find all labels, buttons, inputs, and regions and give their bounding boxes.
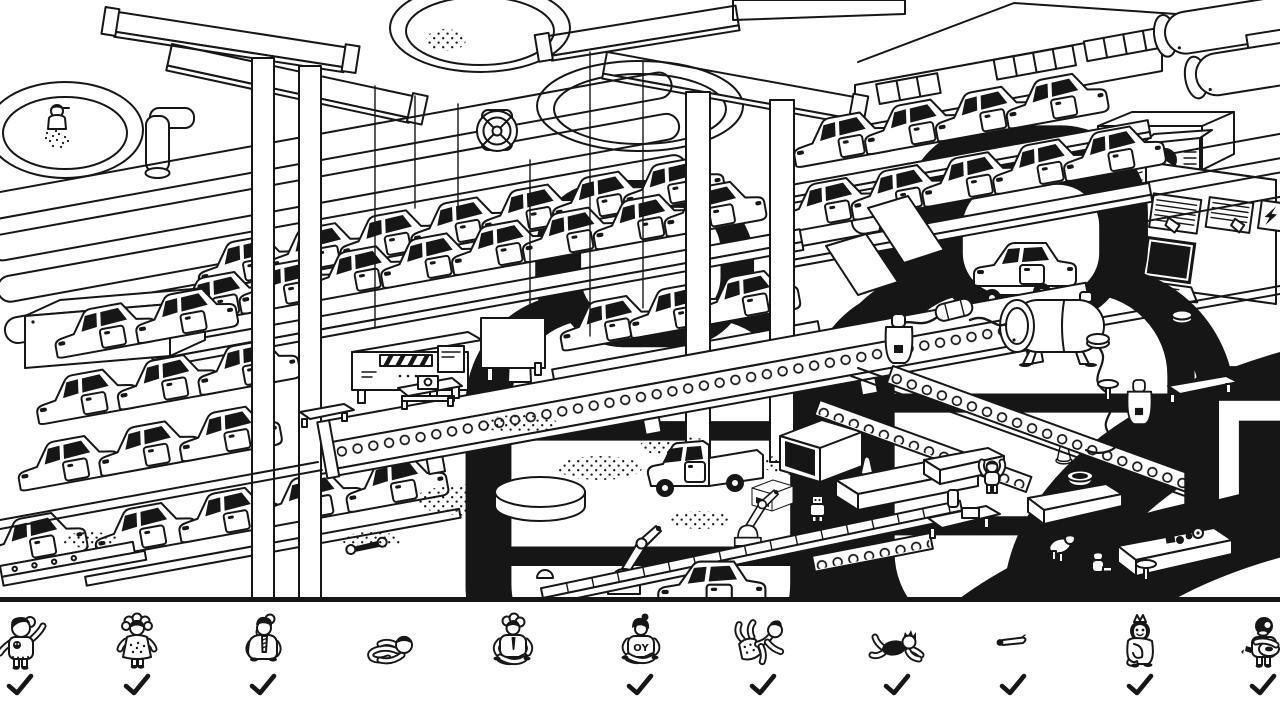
target-slot-helmeted-tire-holder[interactable] xyxy=(1218,612,1280,716)
target-slot-oy-shirt-person[interactable]: OY xyxy=(595,612,685,716)
tire-depot[interactable] xyxy=(825,195,1280,606)
metal-disc[interactable] xyxy=(494,476,586,522)
checkmark-icon xyxy=(1248,672,1278,700)
sleeping-person-icon xyxy=(367,635,413,665)
paper-table[interactable] xyxy=(927,489,1001,539)
checkmark-icon xyxy=(998,672,1028,700)
target-slot-dotted-dress-woman[interactable] xyxy=(92,612,182,716)
target-slot-dart[interactable] xyxy=(968,612,1058,716)
wall-bench[interactable] xyxy=(1167,375,1239,404)
supervisor-whiteboard[interactable] xyxy=(480,317,546,383)
large-pipes[interactable] xyxy=(1151,0,1280,128)
stool[interactable] xyxy=(1097,379,1119,403)
arms-up-worker[interactable] xyxy=(977,458,1007,494)
shower-vat[interactable] xyxy=(0,81,195,179)
targets-bar: OY xyxy=(0,602,1280,720)
factory-scene[interactable] xyxy=(0,0,1280,606)
zone-edge-left xyxy=(0,461,323,530)
seated-man-striped-tie-icon xyxy=(245,613,282,662)
target-slot-waving-kid[interactable] xyxy=(0,612,65,716)
side-bench[interactable] xyxy=(299,403,355,428)
oy-shirt-person-icon: OY xyxy=(621,613,661,665)
checkmark-icon xyxy=(748,672,778,700)
target-slot-seated-man-striped-tie[interactable] xyxy=(218,612,308,716)
flask-machine[interactable] xyxy=(1126,379,1153,426)
low-wall xyxy=(539,499,965,606)
vent-grille[interactable] xyxy=(1148,192,1203,235)
flask-machine[interactable] xyxy=(884,313,914,364)
tire-truck[interactable] xyxy=(646,440,1280,606)
open-crate[interactable] xyxy=(751,419,863,512)
tie-worker[interactable] xyxy=(823,488,1280,606)
dotted-dress-woman-icon xyxy=(116,612,158,669)
floor-edge xyxy=(1097,285,1280,327)
target-slot-crawling-person[interactable] xyxy=(852,612,942,716)
target-slot-crowned-gorilla[interactable] xyxy=(1095,612,1185,716)
stool[interactable] xyxy=(1135,559,1157,583)
open-vat[interactable] xyxy=(389,0,571,73)
water-spray xyxy=(44,129,70,149)
target-slot-cross-legged-tie-person[interactable] xyxy=(467,612,557,716)
checkmark-icon xyxy=(1125,672,1155,700)
pot-table[interactable] xyxy=(1027,463,1123,525)
crawling-person-icon xyxy=(868,630,925,663)
open-vat[interactable] xyxy=(536,60,744,152)
cross-legged-tie-person-icon xyxy=(492,612,534,666)
tumbling-person-icon xyxy=(734,619,785,666)
loading-ramp xyxy=(0,540,148,587)
building-windows xyxy=(875,26,1168,105)
pipe-valves[interactable] xyxy=(476,109,1280,606)
wheel-valve[interactable] xyxy=(476,109,518,152)
device-desk[interactable] xyxy=(397,375,463,410)
high-voltage-sign xyxy=(1256,199,1280,233)
dome-cap[interactable] xyxy=(536,569,554,579)
parts-table[interactable] xyxy=(1117,527,1233,577)
waving-kid-icon xyxy=(0,616,47,670)
robot-arm[interactable] xyxy=(733,489,779,547)
small-robot[interactable] xyxy=(809,489,826,523)
checkmark-icon xyxy=(882,672,912,700)
helmeted-tire-holder-icon xyxy=(1241,617,1280,668)
sitting-worker[interactable] xyxy=(1091,550,1113,573)
bending-worker[interactable] xyxy=(1047,533,1076,563)
checkmark-icon xyxy=(122,672,152,700)
target-slot-sleeping-person[interactable] xyxy=(345,612,435,716)
target-slot-tumbling-person[interactable] xyxy=(718,612,808,716)
showering-person[interactable] xyxy=(44,104,70,149)
scene-ground-line xyxy=(0,597,1280,602)
exit-rollers xyxy=(811,532,934,573)
lightning-bolt-icon xyxy=(1264,206,1278,226)
crowned-gorilla-icon xyxy=(1126,614,1154,668)
svg-text:OY: OY xyxy=(633,643,649,654)
crane-columns xyxy=(251,51,795,605)
checkmark-icon xyxy=(248,672,278,700)
elbow-pipe[interactable] xyxy=(144,107,195,179)
dart-icon xyxy=(996,634,1027,646)
checkmark-icon xyxy=(5,672,35,700)
checkmark-icon xyxy=(625,672,655,700)
gasket-rings[interactable] xyxy=(1086,309,1193,349)
fuel-tank[interactable] xyxy=(999,291,1105,367)
